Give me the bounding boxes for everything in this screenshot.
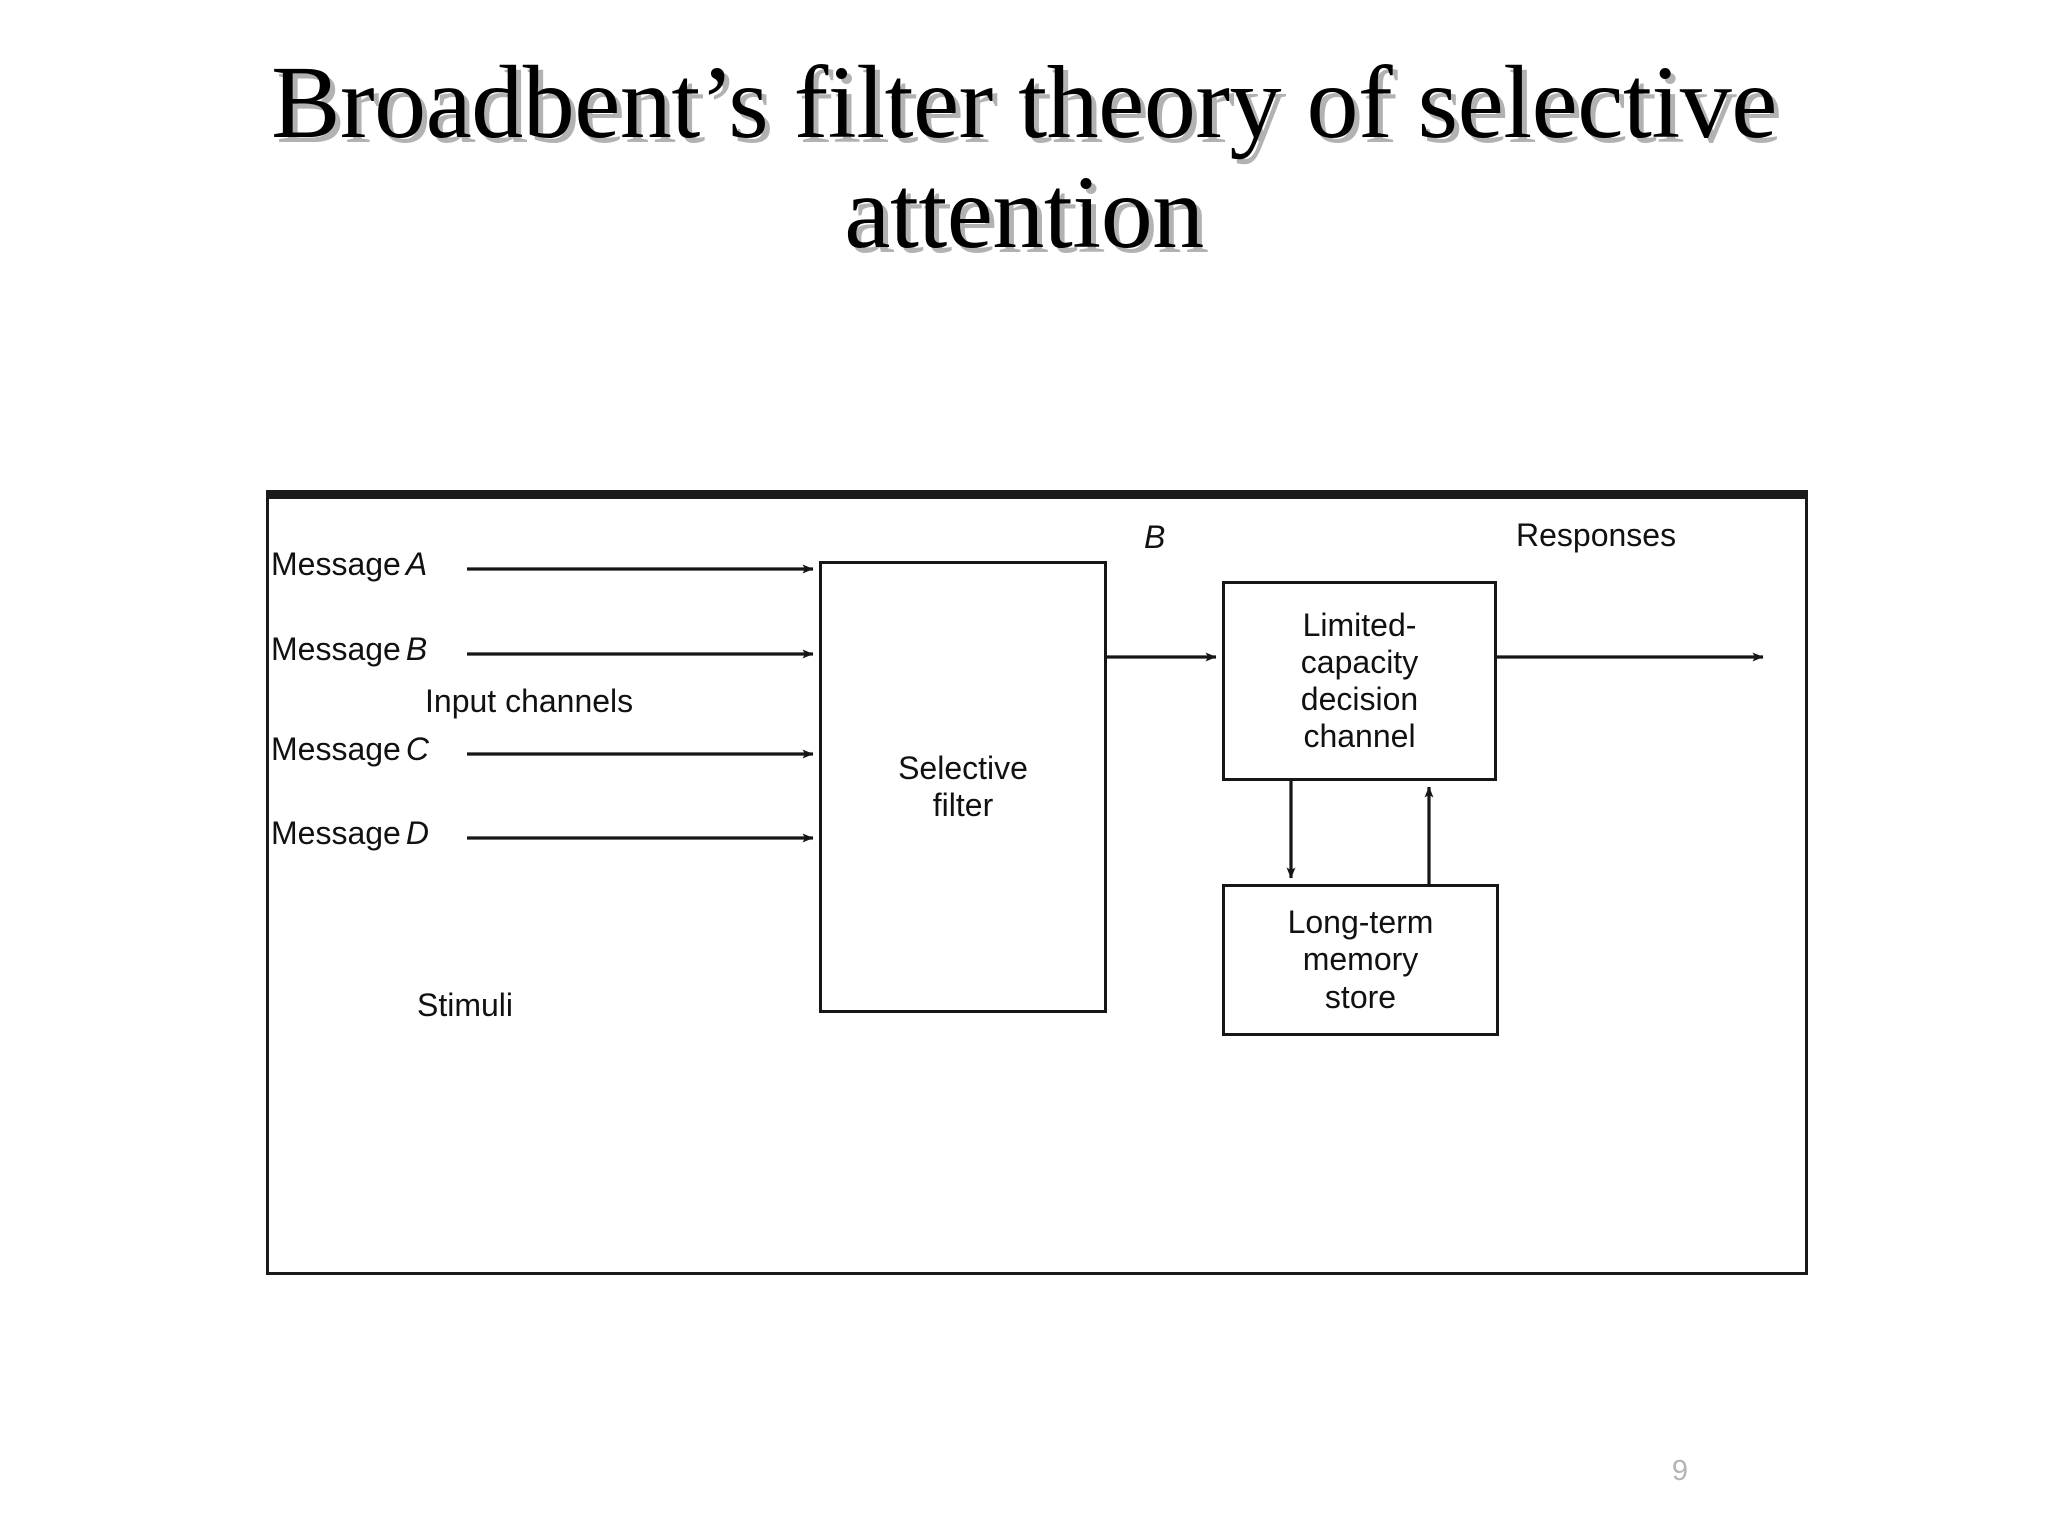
label-message-a-text: Message bbox=[271, 546, 401, 582]
label-responses: Responses bbox=[1516, 517, 1677, 553]
box-long-term-memory-store: Long-term memory store bbox=[1222, 884, 1499, 1036]
label-input-channels: Input channels bbox=[425, 683, 634, 719]
box-limited-capacity-decision-channel: Limited- capacity decision channel bbox=[1222, 581, 1497, 781]
label-message-c-text: Message bbox=[271, 731, 401, 767]
label-message-c-letter: C bbox=[405, 731, 429, 767]
slide-number: 9 bbox=[1671, 1455, 1688, 1487]
label-message-d-text: Message bbox=[271, 815, 401, 851]
page-title: Broadbent’s filter theory of selective a… bbox=[271, 45, 1777, 271]
label-message-d-letter: D bbox=[405, 815, 429, 851]
box-selective-filter: Selective filter bbox=[819, 561, 1107, 1013]
label-message-b-text: Message bbox=[271, 631, 401, 667]
label-message-a-letter: A bbox=[405, 546, 428, 582]
label-stimuli: Stimuli bbox=[417, 987, 514, 1023]
label-message-b-letter: B bbox=[405, 631, 428, 667]
label-filtered-channel-b: B bbox=[1144, 519, 1166, 555]
